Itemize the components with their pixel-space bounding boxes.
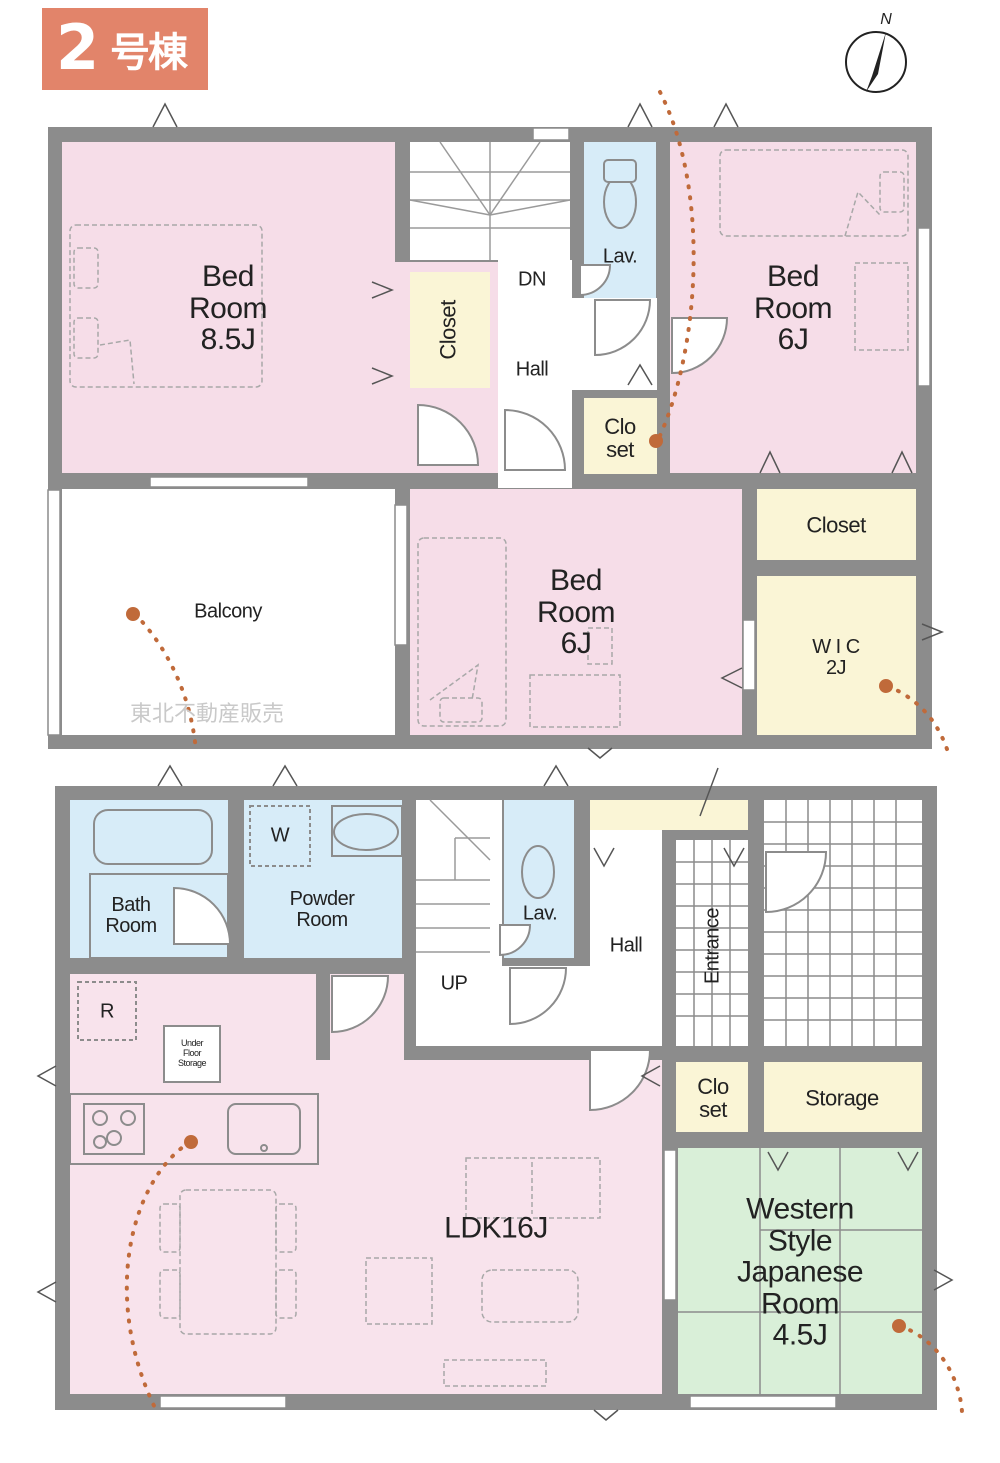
master-bed-outline [69, 224, 263, 388]
lower-paths [124, 1140, 964, 1416]
center-bedroom-area [410, 489, 742, 735]
under-floor-hatch [163, 1025, 221, 1083]
master-bedroom-area [62, 142, 395, 473]
lower-door-swings [173, 851, 828, 1112]
upper-paths [133, 90, 950, 754]
lower-closet-area [676, 1062, 748, 1132]
upper-closet-b-label: Clo set [604, 413, 636, 462]
upper-vents [152, 102, 945, 759]
balcony-label: Balcony [194, 600, 262, 623]
upper-stair-treads [409, 141, 571, 260]
compass-ring [845, 31, 907, 93]
east-bed-outline [719, 149, 909, 237]
master-bedroom-label: Bed Room 8.5J [188, 259, 268, 356]
lower-vents [36, 764, 954, 1421]
porch-area [764, 800, 922, 1046]
lower-toilet [521, 845, 555, 899]
dining-table [179, 1189, 277, 1335]
lower-hall-label: Hall [609, 934, 643, 957]
sofa [465, 1157, 601, 1219]
entrance-label: Entrance [701, 907, 724, 985]
bath-room-label: Bath Room [105, 894, 157, 937]
kitchen-counter [69, 1093, 319, 1165]
lower-lavatory-label: Lav. [522, 902, 558, 925]
badge-number: 2 [56, 11, 100, 84]
upper-closet-c [757, 489, 916, 560]
upper-closet-b [584, 398, 657, 474]
east-bedroom-label: Bed Room 6J [753, 259, 833, 356]
first-floor [36, 159, 964, 1421]
fridge-outline [77, 981, 137, 1041]
balcony-area [62, 489, 395, 735]
lower-hall [590, 830, 662, 1046]
upper-closet-a [410, 272, 490, 388]
compass-label: N [880, 11, 892, 28]
storage-label: Storage [805, 1085, 879, 1111]
east-bedroom-area [670, 142, 916, 473]
center-bedroom-label: Bed Room 6J [536, 563, 616, 660]
washer-label: W [270, 824, 290, 847]
under-floor-storage-label: Under Floor Storage [177, 1038, 207, 1068]
upper-door-swings [417, 264, 729, 471]
watermark: 東北不動産販売 [130, 702, 285, 727]
compass: N [845, 11, 907, 93]
lower-windows [159, 1149, 837, 1409]
upper-toilet [603, 175, 637, 229]
down-stairs-label: DN [518, 268, 546, 291]
building-badge: 2 号棟 [42, 8, 208, 90]
bathtub [93, 809, 213, 865]
coffee-table [481, 1269, 579, 1323]
badge-text: 号棟 [110, 30, 188, 76]
shoe-storage [590, 800, 748, 830]
armchair [365, 1257, 433, 1325]
up-stairs-label: UP [440, 972, 468, 995]
east-desk-outline [854, 262, 909, 351]
lower-closet-label: Clo set [697, 1073, 729, 1122]
lower-stairs [416, 800, 502, 970]
walk-in-closet-label: W I C 2J [812, 636, 860, 679]
second-floor [47, 90, 950, 759]
ldk-label: LDK16J [444, 1211, 548, 1245]
japanese-room-area [678, 1148, 922, 1394]
stove [83, 1103, 145, 1155]
tv-stand [443, 1359, 547, 1387]
upper-closet-a-label: Closet [435, 300, 461, 360]
center-bed-outline [417, 537, 507, 727]
upper-hall-label: Hall [515, 358, 549, 381]
powder-sink [333, 813, 399, 851]
upper-closet-c-label: Closet [806, 512, 866, 538]
upper-lavatory-label: Lav. [602, 245, 638, 268]
powder-room-label: Powder Room [289, 888, 355, 931]
fridge-label: R [100, 1000, 114, 1023]
walk-in-closet [757, 576, 916, 735]
lower-stair-treads [416, 799, 491, 953]
upper-windows [47, 127, 931, 736]
kitchen-sink [227, 1103, 301, 1155]
japanese-room-label: Western Style Japanese Room 4.5J [736, 1192, 864, 1352]
storage-area [764, 1062, 922, 1132]
washer-outline [249, 805, 311, 867]
center-desk-outline [529, 674, 621, 728]
